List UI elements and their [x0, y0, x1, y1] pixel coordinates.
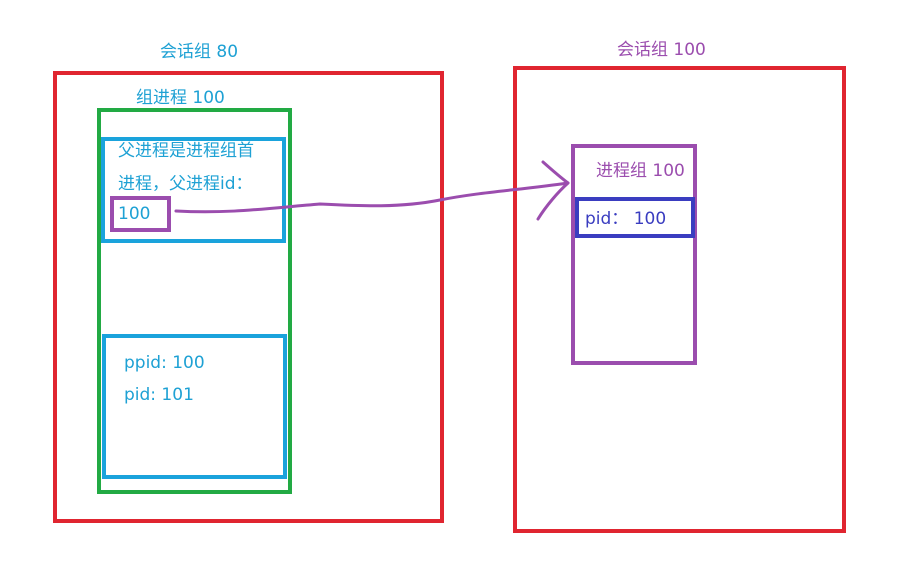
- right-group-box: [571, 144, 697, 365]
- right-pid-box: [575, 197, 695, 238]
- left-session-title: 会话组 80: [160, 42, 239, 62]
- left-session-box: [53, 71, 444, 523]
- child-ppid: ppid: 100: [124, 353, 205, 373]
- parent-process-line2: 进程，父进程id：: [118, 174, 253, 194]
- right-pid-value: pid： 100: [585, 209, 667, 229]
- left-group-title: 组进程 100: [136, 88, 225, 108]
- left-group-box: [97, 108, 292, 494]
- parent-id-value: 100: [118, 204, 151, 224]
- right-session-title: 会话组 100: [617, 40, 706, 60]
- parent-id-box: [110, 196, 171, 232]
- right-group-title: 进程组 100: [596, 161, 685, 181]
- child-process-box: [102, 334, 287, 479]
- parent-process-line1: 父进程是进程组首: [118, 141, 254, 161]
- right-session-box: [513, 66, 846, 533]
- child-pid: pid: 101: [124, 385, 194, 405]
